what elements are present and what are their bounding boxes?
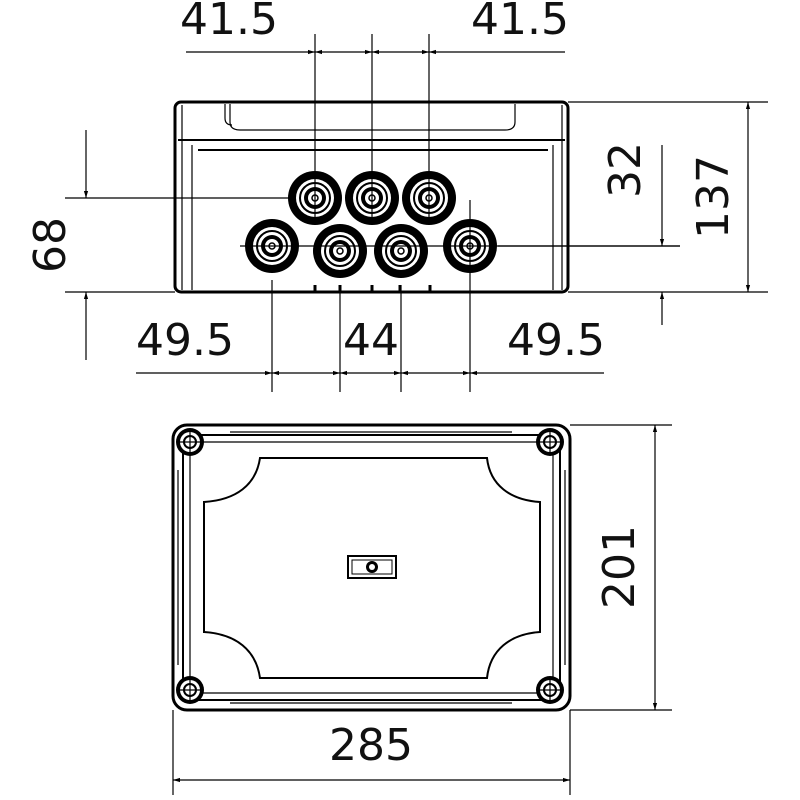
dim-bottom-left: 49.5 xyxy=(136,315,234,366)
cable-gland xyxy=(312,223,368,279)
cable-gland xyxy=(373,223,429,279)
lid-seal-tab xyxy=(347,555,397,579)
screw-icon xyxy=(535,427,565,457)
screw-icon xyxy=(175,427,205,457)
screw-icon xyxy=(535,675,565,705)
plan-dimensions xyxy=(172,424,672,795)
dim-bottom-right: 49.5 xyxy=(507,315,605,366)
dim-left-height: 68 xyxy=(25,217,76,273)
lid-recess-edge xyxy=(224,104,233,126)
dim-total-height: 137 xyxy=(688,155,739,239)
dim-bottom-middle: 44 xyxy=(343,315,399,366)
dim-plan-depth: 201 xyxy=(594,525,645,609)
plan-view xyxy=(171,423,572,712)
dim-top-left: 41.5 xyxy=(180,0,278,45)
dim-top-right: 41.5 xyxy=(471,0,569,45)
plan-outline xyxy=(171,423,572,712)
lid-label-area xyxy=(203,457,541,679)
screw-icon xyxy=(175,675,205,705)
right-height-dimensions xyxy=(659,102,751,325)
plan-edge-lines xyxy=(177,431,566,704)
plan-inner-rim xyxy=(182,434,561,701)
dim-plan-width: 285 xyxy=(329,720,413,771)
front-extension-lines xyxy=(65,34,768,392)
dim-upper-row: 32 xyxy=(600,142,651,198)
